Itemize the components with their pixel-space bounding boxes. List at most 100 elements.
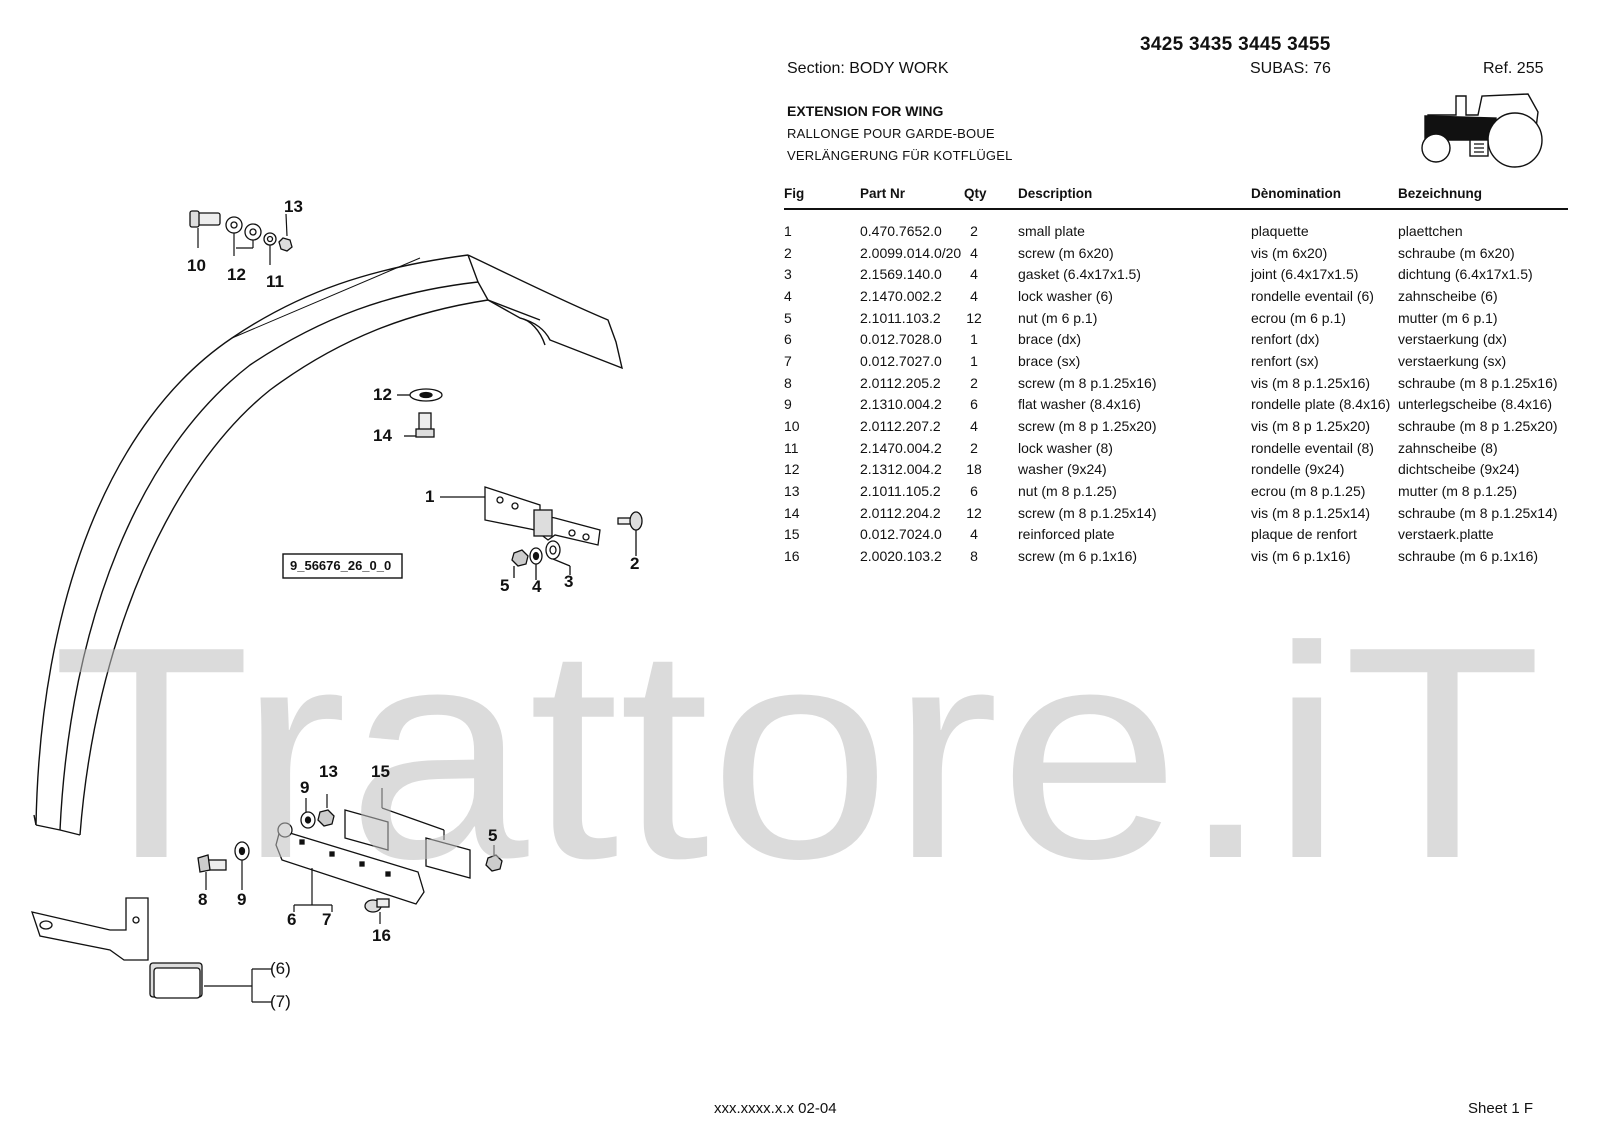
- cell-fig: 4: [784, 287, 792, 304]
- cell-denomination: joint (6.4x17x1.5): [1251, 266, 1359, 283]
- callout-7: 7: [322, 910, 332, 929]
- cell-part-nr: 2.0112.205.2: [860, 374, 941, 391]
- cell-description: reinforced plate: [1018, 526, 1115, 543]
- cell-denomination: vis (m 8 p.1.25x16): [1251, 374, 1371, 391]
- cell-description: flat washer (8.4x16): [1018, 396, 1141, 413]
- cell-qty-wrap: 2: [964, 372, 1018, 394]
- cell-qty: 12: [966, 309, 982, 326]
- cell-qty-wrap: 18: [964, 459, 1018, 481]
- cell-part-nr: 2.1569.140.0: [860, 266, 942, 283]
- cell-bezeichnung: schraube (m 6 p.1x16): [1398, 548, 1539, 565]
- cell-description: small plate: [1018, 222, 1085, 239]
- cell-description: screw (m 8 p.1.25x16): [1018, 374, 1157, 391]
- cell-part-nr: 0.012.7024.0: [860, 526, 942, 543]
- cell-part-nr: 2.0099.014.0/20: [860, 244, 962, 261]
- cell-qty: 2: [970, 222, 978, 239]
- cell-part-nr: 2.0020.103.2: [860, 548, 942, 565]
- cell-bezeichnung: dichtscheibe (9x24): [1398, 461, 1520, 478]
- callout-16: 16: [372, 926, 391, 945]
- cell-fig: 6: [784, 331, 792, 348]
- cell-bezeichnung: schraube (m 8 p 1.25x20): [1398, 418, 1558, 435]
- cell-qty-wrap: 12: [964, 307, 1018, 329]
- cell-part-nr: 2.1011.103.2: [860, 309, 941, 326]
- cell-denomination: rondelle eventail (6): [1251, 287, 1374, 304]
- cell-part-nr: 0.470.7652.0: [860, 222, 942, 239]
- title-german: VERLÄNGERUNG FÜR KOTFLÜGEL: [787, 148, 1013, 163]
- cell-part-nr: 2.1310.004.2: [860, 396, 942, 413]
- cell-bezeichnung: mutter (m 6 p.1): [1398, 309, 1498, 326]
- col-description: Description: [1018, 180, 1251, 210]
- callout-6-paren: (6): [270, 959, 291, 978]
- callout-3: 3: [564, 572, 574, 591]
- cell-fig: 2: [784, 244, 792, 261]
- cell-qty: 8: [970, 548, 978, 565]
- cell-qty-wrap: 8: [964, 545, 1018, 567]
- cell-denomination: plaque de renfort: [1251, 526, 1357, 543]
- cell-fig: 16: [784, 548, 800, 565]
- cell-description: lock washer (6): [1018, 287, 1113, 304]
- fender-inner-curve: [59, 281, 479, 831]
- callout-13-lower: 13: [319, 762, 338, 781]
- cell-qty: 4: [970, 266, 978, 283]
- cell-part-nr: 2.1312.004.2: [860, 461, 942, 478]
- model-numbers: 3425 3435 3445 3455: [1140, 34, 1331, 55]
- callout-9-left: 9: [237, 890, 247, 909]
- cell-fig: 15: [784, 526, 800, 543]
- cell-denomination: rondelle eventail (8): [1251, 439, 1374, 456]
- callout-15: 15: [371, 762, 390, 781]
- callout-6: 6: [287, 910, 297, 929]
- cell-description: screw (m 6x20): [1018, 244, 1114, 261]
- callout-12-mid: 12: [373, 385, 392, 404]
- cell-bezeichnung: schraube (m 6x20): [1398, 244, 1515, 261]
- callout-4: 4: [532, 577, 542, 596]
- cell-part-nr: 0.012.7027.0: [860, 352, 942, 369]
- drawing-id: 9_56676_26_0_0: [290, 558, 392, 573]
- callout-13-top: 13: [284, 197, 303, 216]
- cell-bezeichnung: verstaerkung (sx): [1398, 352, 1507, 369]
- cell-fig: 5: [784, 309, 792, 326]
- cell-qty-wrap: 2: [964, 437, 1018, 459]
- cell-qty-wrap: 4: [964, 415, 1018, 437]
- cell-qty: 4: [970, 287, 978, 304]
- cell-description: nut (m 6 p.1): [1018, 309, 1098, 326]
- cell-qty-wrap: 4: [964, 263, 1018, 285]
- cell-bezeichnung: unterlegscheibe (8.4x16): [1398, 396, 1553, 413]
- cell-fig: 11: [784, 439, 799, 456]
- cell-fig: 10: [784, 418, 800, 435]
- cell-description: screw (m 6 p.1x16): [1018, 548, 1138, 565]
- cell-fig: 1: [784, 222, 792, 239]
- callout-12-top: 12: [227, 265, 246, 284]
- cell-bezeichnung: mutter (m 8 p.1.25): [1398, 483, 1518, 500]
- cell-description: screw (m 8 p.1.25x14): [1018, 504, 1157, 521]
- cell-fig: 12: [784, 461, 800, 478]
- cell-part-nr: 2.1470.002.2: [860, 287, 942, 304]
- cell-denomination: ecrou (m 8 p.1.25): [1251, 483, 1366, 500]
- cell-bezeichnung: zahnscheibe (8): [1398, 439, 1498, 456]
- cell-qty: 1: [970, 352, 978, 369]
- cell-qty: 4: [970, 418, 978, 435]
- cell-bezeichnung: verstaerk.platte: [1398, 526, 1494, 543]
- cell-denomination: vis (m 8 p.1.25x14): [1251, 504, 1371, 521]
- callout-8: 8: [198, 890, 208, 909]
- callout-11: 11: [266, 272, 284, 291]
- cell-bezeichnung: schraube (m 8 p.1.25x14): [1398, 504, 1558, 521]
- cell-denomination: vis (m 6 p.1x16): [1251, 548, 1351, 565]
- cell-bezeichnung: zahnscheibe (6): [1398, 287, 1498, 304]
- cell-denomination: rondelle (9x24): [1251, 461, 1345, 478]
- parts-table: Fig Part Nr Qty Description Dènomination…: [784, 180, 1568, 567]
- ref-label: Ref. 255: [1483, 60, 1544, 77]
- table-row: 4 2.1470.002.2 4 lock washer (6) rondelle ev…: [784, 285, 1568, 307]
- cell-qty-wrap: 1: [964, 350, 1018, 372]
- title-french: RALLONGE POUR GARDE-BOUE: [787, 126, 995, 141]
